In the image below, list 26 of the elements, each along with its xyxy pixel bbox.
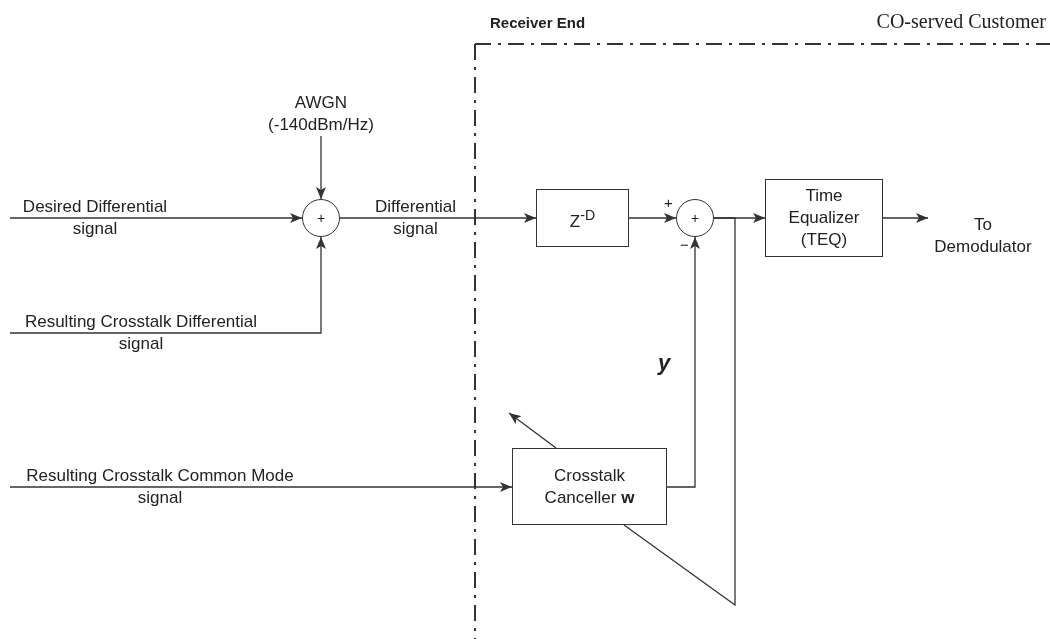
arrow [628,213,677,223]
arrow [508,412,557,449]
signal-label: Resulting Crosstalk Differential signal [10,311,272,355]
process-box: Time Equalizer (TEQ) [765,179,883,257]
summing-junction: + [676,199,714,237]
edge-label: y [656,352,672,374]
arrow [316,135,326,200]
arrow [882,213,929,223]
arrow [9,213,303,223]
arrow [339,213,537,223]
signal-label: AWGN (-140dBm/Hz) [256,92,386,136]
signal-label: Resulting Crosstalk Common Mode signal [10,465,310,509]
arrow [9,482,513,492]
connector-line [623,217,736,607]
signal-label: Desired Differential signal [10,196,180,240]
region-heading: Receiver End [490,14,586,31]
arrow [9,236,326,334]
summing-junction: + [302,199,340,237]
region-heading: CO-served Customer [876,10,1046,33]
sign-label: − [680,236,689,253]
process-box: Crosstalk Canceller w [512,448,667,525]
edge-label: Differential signal [374,196,457,240]
sign-label: + [664,194,673,211]
process-box: Z$^{-D}$ [536,189,629,247]
arrow [666,236,700,488]
signal-label: To Demodulator [928,214,1038,258]
